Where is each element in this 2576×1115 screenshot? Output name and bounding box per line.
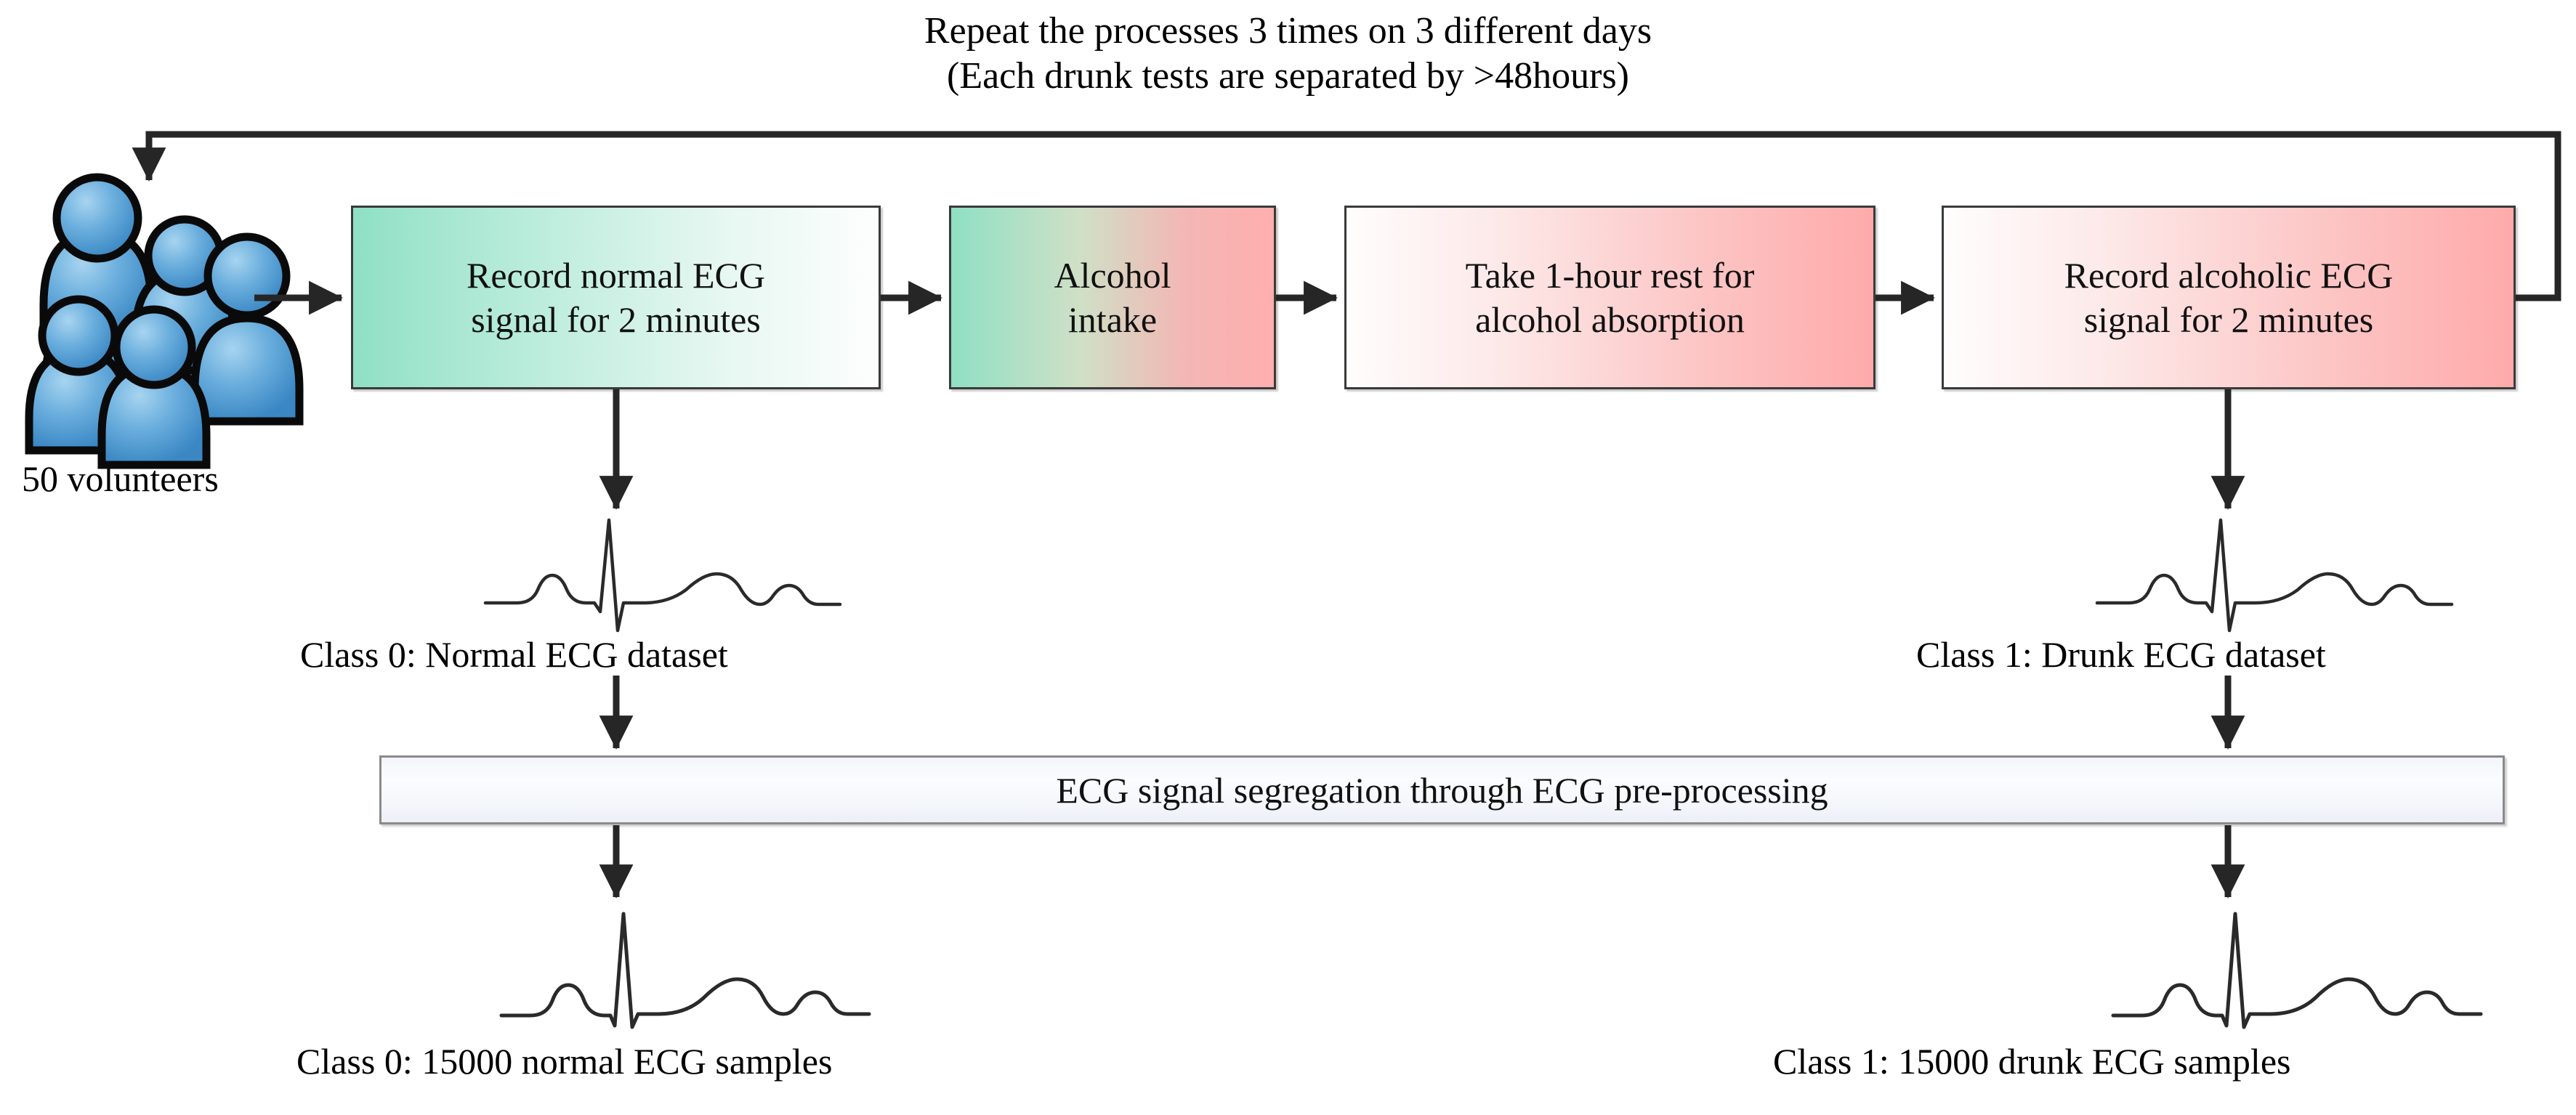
- class-1-samples-label: Class 1: 15000 drunk ECG samples: [1773, 1041, 2291, 1082]
- ecg-preprocessing-label: ECG signal segregation through ECG pre-p…: [1056, 769, 1828, 811]
- process-box-3-line-1: Take 1-hour rest for: [1465, 254, 1755, 296]
- volunteers-label: 50 volunteers: [22, 458, 219, 499]
- process-box-1-line-1: Record normal ECG: [466, 254, 765, 296]
- process-box-record-alcoholic-ecg[interactable]: Record alcoholic ECG signal for 2 minute…: [1942, 206, 2516, 389]
- process-box-4-line-2: signal for 2 minutes: [2083, 299, 2374, 340]
- process-box-record-normal-ecg[interactable]: Record normal ECG signal for 2 minutes: [351, 206, 881, 389]
- class-1-dataset-label: Class 1: Drunk ECG dataset: [1916, 634, 2326, 675]
- people-group-icon: [25, 173, 304, 469]
- repeat-caption-line-1: Repeat the processes 3 times on 3 differ…: [924, 10, 1652, 52]
- process-box-alcohol-intake[interactable]: Alcohol intake: [949, 206, 1276, 389]
- process-box-2-line-2: intake: [1067, 299, 1158, 340]
- ecg-preprocessing-bar[interactable]: ECG signal segregation through ECG pre-p…: [379, 755, 2505, 824]
- process-box-2-line-1: Alcohol: [1054, 254, 1171, 296]
- process-box-1-line-2: signal for 2 minutes: [471, 299, 761, 340]
- class-0-samples-label: Class 0: 15000 normal ECG samples: [296, 1041, 833, 1082]
- process-box-4-line-1: Record alcoholic ECG: [2064, 254, 2394, 296]
- process-box-3-line-2: alcohol absorption: [1475, 299, 1745, 340]
- process-box-rest-for-absorption[interactable]: Take 1-hour rest for alcohol absorption: [1344, 206, 1876, 389]
- repeat-caption-line-2: (Each drunk tests are separated by >48ho…: [947, 55, 1629, 97]
- class-0-dataset-label: Class 0: Normal ECG dataset: [300, 634, 728, 675]
- ecg-waveform-icon-drunk-samples: [2111, 912, 2483, 1029]
- ecg-waveform-icon-normal-dataset: [483, 518, 842, 633]
- ecg-waveform-icon-drunk-dataset: [2095, 518, 2454, 633]
- ecg-waveform-icon-normal-samples: [499, 912, 871, 1029]
